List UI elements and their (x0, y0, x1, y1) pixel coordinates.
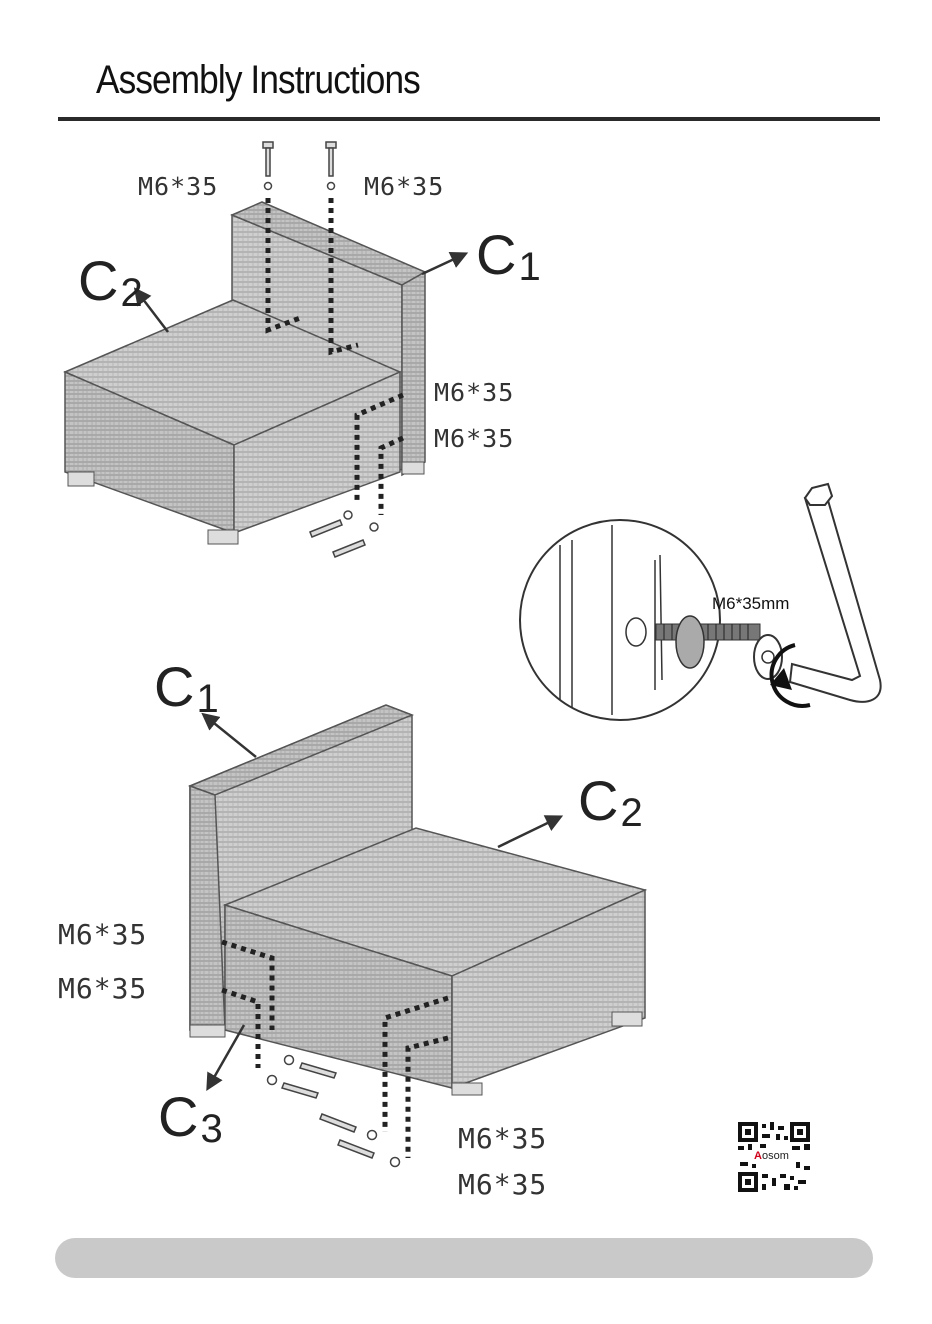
part-label-c3: C3 (158, 1084, 223, 1149)
part-label-c1: C1 (154, 654, 219, 719)
detail-circle (520, 520, 782, 720)
top-chair (65, 142, 465, 557)
bolt-label: M6*35 (458, 1122, 547, 1155)
part-label-c2: C2 (578, 768, 643, 833)
bolt-label: M6*35 (434, 424, 514, 453)
part-label-c1: C1 (476, 222, 541, 287)
bolt-label: M6*35 (58, 918, 147, 951)
footer-bar (55, 1238, 873, 1278)
bottom-chair (190, 705, 645, 1167)
bolt-label: M6*35 (58, 972, 147, 1005)
bolt-label: M6*35 (364, 172, 444, 201)
part-label-c2: C2 (78, 248, 143, 313)
qr-brand-logo: Aosom (752, 1150, 791, 1162)
bolt-label: M6*35 (458, 1168, 547, 1201)
bolt-label: M6*35 (434, 378, 514, 407)
detail-bolt-label: M6*35mm (712, 594, 789, 614)
bolt-label: M6*35 (138, 172, 218, 201)
